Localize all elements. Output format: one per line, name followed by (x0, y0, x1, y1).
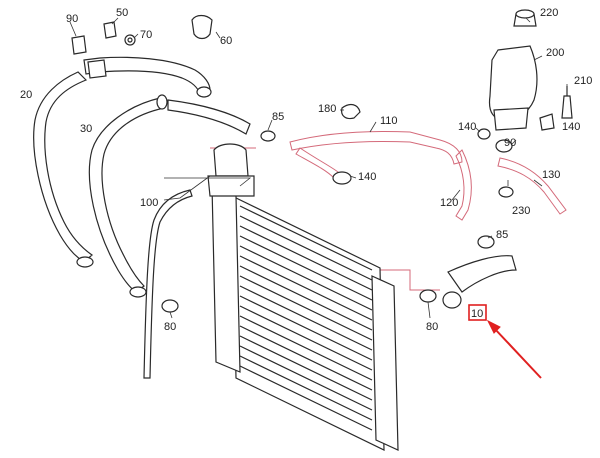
clamp-80b (419, 289, 437, 303)
label-200: 200 (546, 47, 564, 59)
clamp-60 (191, 14, 213, 40)
label-50: 50 (116, 7, 128, 19)
label-70: 70 (140, 29, 152, 41)
label-80-right: 80 (426, 321, 438, 333)
label-80-left: 80 (164, 321, 176, 333)
label-180: 180 (318, 103, 336, 115)
label-30: 30 (80, 123, 92, 135)
lower-hose-10 (447, 255, 517, 293)
clamp-85b (477, 235, 495, 249)
upper-hose-end (196, 86, 212, 98)
hose-connector (87, 59, 107, 79)
expansion-tank-base (493, 107, 529, 131)
part-70-inner (127, 37, 133, 43)
pink-hose-110 (289, 130, 463, 165)
clamp-180 (341, 103, 361, 120)
clamp-80a (161, 299, 179, 313)
pipe-100 (143, 189, 193, 379)
highlighted-callout-10: 10 (468, 304, 542, 379)
label-140-right: 140 (458, 121, 476, 133)
label-20: 20 (20, 89, 32, 101)
label-90-right: 90 (504, 137, 516, 149)
bleed-valve (71, 35, 87, 55)
label-210: 210 (574, 75, 592, 87)
cap-220-top (515, 9, 535, 19)
part-50 (103, 21, 117, 39)
label-100: 100 (140, 197, 158, 209)
clamp-90b (495, 139, 513, 153)
clamp-140-right (477, 128, 491, 140)
label-85-upper: 85 (272, 111, 284, 123)
hose-20 (33, 71, 93, 263)
label-230: 230 (512, 205, 530, 217)
label-140-tank: 140 (562, 121, 580, 133)
lower-hose-10-end (442, 291, 462, 309)
radiator-10 (207, 143, 399, 451)
clamp-85a (260, 130, 276, 142)
hose-20-end (76, 256, 94, 268)
label-120: 120 (440, 197, 458, 209)
part-near-tank (539, 113, 555, 131)
hose-85-upper (167, 99, 251, 135)
sensor-210 (561, 95, 573, 119)
pink-hose-120 (455, 149, 472, 221)
pink-hose-110-branch (295, 147, 339, 179)
hose-30-end (129, 286, 147, 298)
label-130: 130 (542, 169, 560, 181)
highlight-box (468, 304, 487, 321)
label-60: 60 (220, 35, 232, 47)
highlight-arrow-shaft (493, 327, 542, 379)
part-70 (124, 34, 136, 46)
clamp-140-mid (332, 171, 352, 185)
label-140-mid: 140 (358, 171, 376, 183)
label-10: 10 (471, 308, 483, 320)
pink-hose-130 (497, 157, 567, 215)
label-220: 220 (540, 7, 558, 19)
label-110: 110 (380, 115, 398, 127)
leader-lines (69, 17, 568, 319)
hose-30-top-clamp (156, 94, 168, 110)
part-230 (498, 186, 514, 198)
label-85-lower: 85 (496, 229, 508, 241)
highlight-arrow-head (486, 319, 501, 334)
label-90-top: 90 (66, 13, 78, 25)
